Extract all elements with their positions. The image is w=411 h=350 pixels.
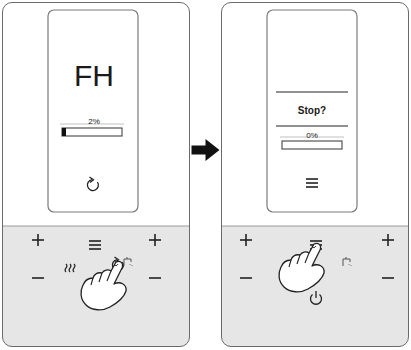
hot-water-icon	[343, 257, 351, 266]
refresh-icon	[87, 177, 98, 191]
separator-line	[276, 92, 348, 93]
panel-divider	[3, 226, 189, 227]
display-screen	[48, 10, 138, 212]
step-arrow	[192, 139, 220, 161]
control-unit: Stop? 0%	[221, 2, 409, 347]
progress-percent: 2%	[49, 118, 139, 126]
plus-button	[32, 234, 44, 246]
minus-button	[382, 278, 394, 279]
plus-button	[382, 234, 394, 246]
hot-water-icon	[124, 257, 132, 266]
progress-fill	[62, 128, 66, 136]
display-text: Stop?	[267, 106, 357, 116]
heating-icon	[65, 264, 75, 272]
panel-divider	[222, 226, 408, 227]
menu-button	[89, 241, 101, 249]
progress-bar	[62, 128, 122, 136]
minus-button	[32, 278, 44, 279]
display-screen	[267, 10, 357, 212]
plus-button	[240, 234, 252, 246]
minus-button	[149, 278, 161, 279]
control-panel	[222, 226, 408, 347]
pointing-hand	[81, 261, 126, 309]
progress-percent: 0%	[267, 132, 357, 140]
plus-button	[149, 234, 161, 246]
separator-line	[276, 126, 348, 127]
menu-icon	[306, 179, 318, 187]
pointing-hand	[279, 243, 324, 291]
display-text: FH	[49, 61, 139, 91]
progress-bar	[282, 141, 342, 149]
power-button	[311, 291, 322, 304]
control-panel	[3, 226, 189, 347]
minus-button	[240, 278, 252, 279]
